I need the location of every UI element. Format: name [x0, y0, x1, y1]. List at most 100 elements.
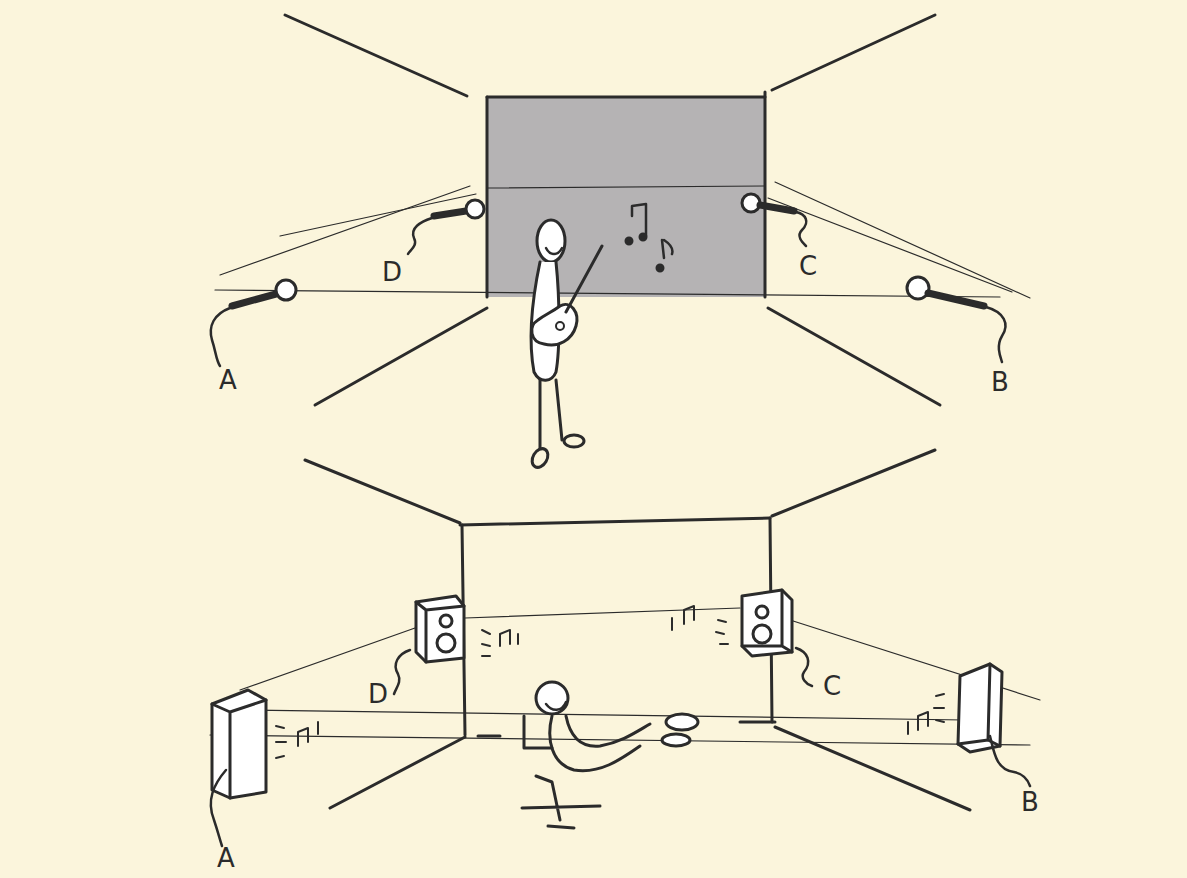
loudspeaker	[908, 664, 1030, 786]
guitarist	[532, 304, 577, 345]
listener	[546, 702, 566, 710]
guitarist	[546, 248, 562, 254]
listening-room	[210, 450, 1040, 846]
loudspeaker	[742, 590, 792, 652]
microphone	[276, 280, 296, 300]
microphone	[742, 194, 806, 246]
guitarist	[537, 220, 565, 262]
microphone	[434, 211, 466, 216]
loudspeaker	[211, 690, 318, 846]
loudspeaker	[908, 712, 928, 734]
guitarist	[566, 246, 602, 312]
recording-room	[768, 308, 940, 405]
listener	[522, 776, 600, 828]
recording-room	[486, 97, 489, 297]
microphone	[466, 200, 484, 218]
listener	[522, 682, 698, 828]
loudspeaker	[934, 694, 944, 722]
mic-label: D	[382, 259, 402, 285]
listening-room	[772, 450, 935, 516]
recording-room	[772, 15, 935, 90]
guitarist	[529, 446, 551, 470]
microphone	[211, 308, 230, 366]
loudspeaker	[211, 770, 226, 846]
loudspeaker	[990, 736, 1030, 786]
guitarist	[556, 322, 564, 330]
recording-room	[280, 194, 476, 236]
guitarist	[640, 234, 646, 240]
microphone	[408, 218, 432, 254]
loudspeaker	[440, 615, 452, 627]
loudspeaker	[482, 630, 490, 656]
mic-label: B	[991, 369, 1009, 395]
recording-room	[215, 290, 1000, 297]
listener	[662, 734, 690, 746]
recording-room	[315, 308, 487, 405]
recording-room	[220, 186, 470, 275]
recording-room	[775, 182, 1030, 298]
loudspeaker	[437, 634, 455, 652]
loudspeaker	[500, 630, 518, 646]
loudspeaker	[212, 700, 266, 798]
loudspeaker	[416, 602, 464, 662]
microphone	[232, 294, 276, 306]
listener	[536, 682, 568, 714]
mic-label: A	[219, 367, 237, 393]
guitarist	[626, 238, 632, 244]
loudspeaker	[796, 648, 812, 686]
loudspeaker	[298, 722, 318, 746]
microphone	[211, 280, 296, 366]
microphone	[760, 205, 794, 211]
recording-room	[768, 198, 1012, 292]
loudspeaker	[672, 606, 694, 630]
loudspeaker	[394, 650, 410, 694]
guitarist	[539, 380, 542, 448]
guitarist	[662, 240, 673, 258]
loudspeaker	[394, 596, 518, 694]
listening-room	[240, 628, 415, 690]
loudspeaker	[958, 664, 1000, 746]
listener	[666, 714, 698, 730]
loudspeaker	[672, 590, 812, 686]
loudspeaker	[276, 726, 286, 758]
recording-room	[211, 15, 1030, 470]
back-wall	[487, 97, 765, 297]
loudspeaker	[212, 690, 266, 798]
listening-room	[305, 460, 460, 523]
listening-room	[460, 518, 770, 525]
recording-room	[487, 96, 765, 99]
microphone	[408, 200, 484, 254]
guitarist	[564, 435, 584, 447]
speaker-label: D	[368, 681, 388, 707]
speaker-label: C	[823, 673, 841, 699]
listener	[550, 716, 640, 771]
loudspeaker	[716, 620, 728, 644]
microphone	[907, 277, 929, 299]
recording-room	[285, 15, 467, 96]
listening-room	[250, 710, 965, 720]
recording-room	[487, 186, 765, 188]
loudspeaker	[958, 664, 1002, 752]
loudspeaker	[742, 590, 792, 656]
guitarist	[657, 265, 663, 271]
guitarist	[632, 204, 646, 236]
speaker-label: B	[1021, 789, 1039, 815]
guitarist	[529, 204, 673, 470]
loudspeaker	[753, 625, 771, 643]
guitarist	[556, 380, 562, 440]
microphone	[928, 293, 984, 306]
listener	[566, 716, 650, 746]
speaker-label: A	[217, 845, 235, 871]
listening-room	[330, 737, 465, 808]
listening-room	[740, 721, 775, 724]
listening-room	[478, 735, 500, 738]
microphone	[907, 277, 1005, 362]
mic-label: C	[799, 253, 817, 279]
microphone	[796, 212, 806, 246]
listening-room	[465, 608, 740, 618]
loudspeaker	[756, 606, 768, 618]
recording-room	[764, 92, 767, 297]
microphone	[986, 307, 1005, 362]
loudspeaker	[416, 596, 464, 662]
